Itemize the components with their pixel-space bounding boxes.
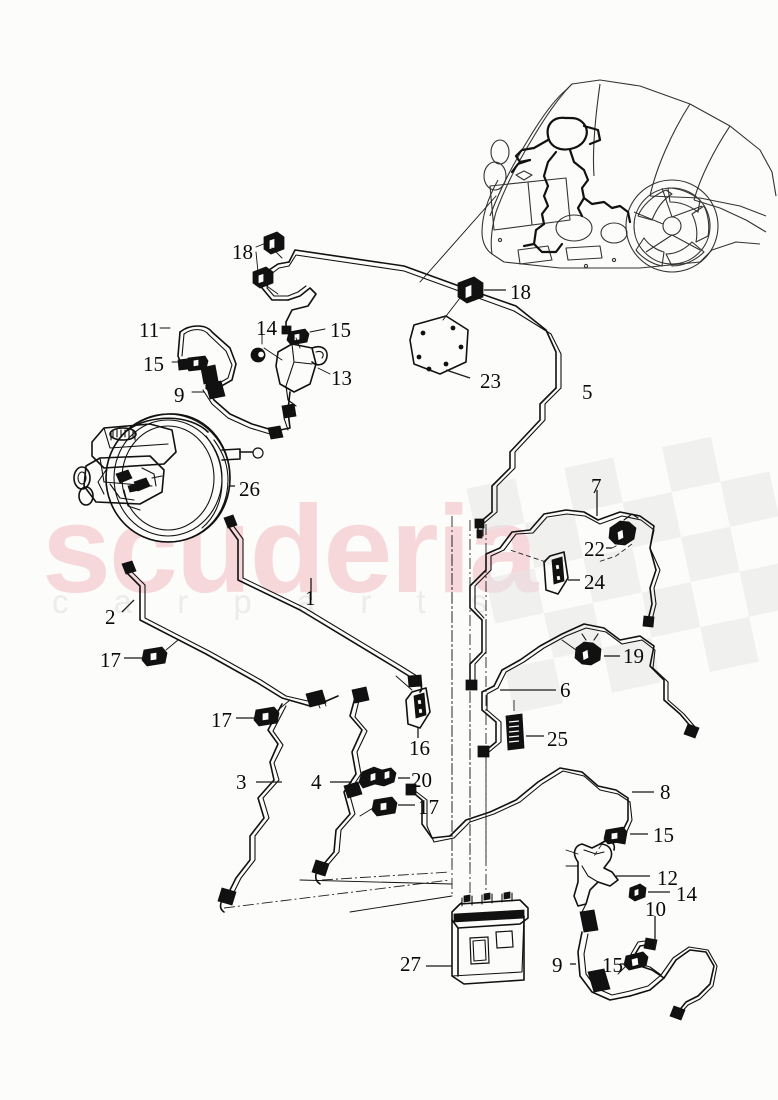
hose-bracket-12 — [565, 840, 619, 913]
callout-15-a: 15 — [143, 352, 164, 376]
brake-line-6 — [477, 623, 700, 758]
callout-15-b: 15 — [330, 318, 351, 342]
callout-3: 3 — [236, 770, 247, 794]
callout-6: 6 — [560, 678, 571, 702]
callout-5: 5 — [582, 380, 593, 404]
callout-17-a: 17 — [100, 648, 121, 672]
brake-line-1 — [223, 514, 423, 693]
clip-15-left — [185, 355, 209, 372]
bolt-14-bottom — [628, 883, 647, 902]
callout-22: 22 — [584, 537, 605, 561]
connector-17-c — [359, 796, 415, 817]
grommet-18-lower — [252, 266, 274, 289]
clip-22 — [608, 513, 639, 546]
brake-line-5 — [288, 249, 562, 539]
callout-15-c: 15 — [653, 823, 674, 847]
callout-11: 11 — [139, 318, 160, 342]
upper-left-pipework — [250, 231, 331, 431]
callout-7: 7 — [591, 474, 602, 498]
callout-14-b: 14 — [676, 882, 697, 906]
brake-line-2 — [121, 560, 339, 709]
brake-line-3 — [217, 703, 287, 913]
line-clip-16 — [395, 675, 431, 738]
callout-24: 24 — [584, 570, 605, 594]
mounting-bracket-plate-23 — [409, 276, 506, 379]
callout-23: 23 — [480, 369, 501, 393]
connector-17-a — [124, 639, 179, 667]
callout-2: 2 — [105, 605, 116, 629]
callout-25: 25 — [547, 727, 568, 751]
callout-16: 16 — [409, 736, 430, 760]
callout-14-a: 14 — [256, 316, 277, 340]
brake-line-11 — [159, 325, 291, 440]
callout-10: 10 — [645, 897, 666, 921]
clip-24 — [543, 551, 569, 595]
callout-18-b: 18 — [510, 280, 531, 304]
callout-19: 19 — [623, 644, 644, 668]
callout-9-a: 9 — [174, 383, 185, 407]
callout-1: 1 — [305, 586, 316, 610]
grommet-18-right — [457, 276, 484, 304]
callout-15-d: 15 — [602, 953, 623, 977]
clip-15-bottom — [617, 951, 649, 975]
brake-line-7 — [465, 490, 661, 691]
clip-15-upper — [286, 328, 310, 346]
brake-hose-9-bottom — [570, 909, 631, 1001]
callout-17-b: 17 — [211, 708, 232, 732]
clip-15-bottom-right — [603, 826, 628, 845]
callout-8: 8 — [660, 780, 671, 804]
callout-27: 27 — [400, 952, 421, 976]
callout-18-a: 18 — [232, 240, 253, 264]
brake-booster-assembly — [73, 413, 264, 543]
brake-line-4 — [311, 686, 370, 885]
callout-4: 4 — [311, 770, 322, 794]
callout-13: 13 — [331, 366, 352, 390]
callout-9-b: 9 — [552, 953, 563, 977]
abs-hydraulic-unit-27 — [426, 891, 529, 985]
clip-25 — [505, 700, 525, 751]
callout-26: 26 — [239, 477, 260, 501]
vehicle-illustration — [419, 79, 777, 283]
clip-19 — [574, 633, 602, 666]
brake-line-10 — [629, 916, 718, 1021]
grommet-18-upper — [263, 231, 285, 255]
callout-17-c: 17 — [418, 795, 439, 819]
callout-20: 20 — [411, 768, 432, 792]
callout-12: 12 — [657, 866, 678, 890]
clip-20 — [358, 766, 397, 789]
